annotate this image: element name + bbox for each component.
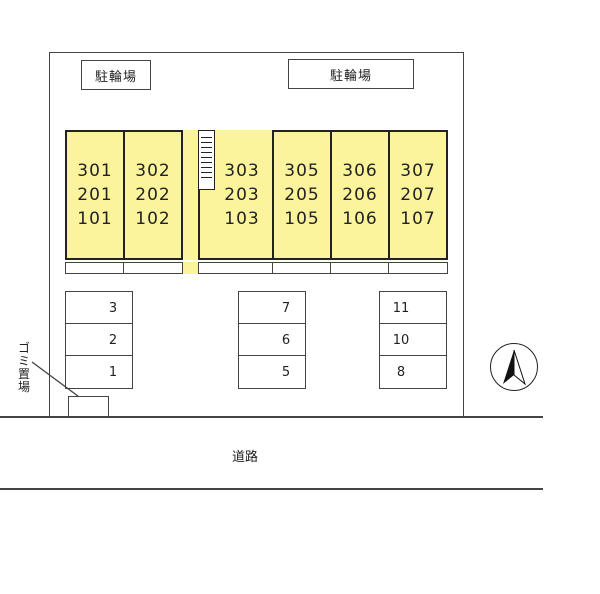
unit-number: 106 <box>342 209 378 229</box>
parking-number: 2 <box>108 332 118 348</box>
unit-number: 206 <box>342 185 378 205</box>
parking-number: 1 <box>108 364 118 380</box>
unit-number: 103 <box>224 209 260 229</box>
parking-number: 8 <box>396 364 406 380</box>
unit-number: 207 <box>400 185 436 205</box>
north-arrow-glyph <box>503 349 526 386</box>
garbage-area <box>68 396 109 417</box>
unit-number: 302 <box>135 161 171 181</box>
unit-number: 203 <box>224 185 260 205</box>
building-gap <box>183 130 198 260</box>
balcony <box>330 262 390 274</box>
unit-column: 307 207 107 <box>388 130 448 260</box>
unit-column: 302 202 102 <box>123 130 183 260</box>
parking-number: 10 <box>392 332 410 348</box>
unit-number: 301 <box>77 161 113 181</box>
balcony <box>198 262 274 274</box>
site-boundary <box>49 52 464 417</box>
unit-number: 107 <box>400 209 436 229</box>
balcony <box>388 262 448 274</box>
parking-number: 11 <box>392 300 410 316</box>
unit-column: 301 201 101 <box>65 130 125 260</box>
parking-space: 3 <box>65 291 133 325</box>
road-edge-bottom <box>0 488 543 490</box>
parking-space: 7 <box>238 291 306 325</box>
parking-space: 10 <box>379 323 447 357</box>
unit-number: 102 <box>135 209 171 229</box>
parking-space: 8 <box>379 355 447 389</box>
parking-number: 3 <box>108 300 118 316</box>
parking-space: 6 <box>238 323 306 357</box>
unit-number: 202 <box>135 185 171 205</box>
road-edge-top <box>0 416 543 418</box>
garbage-area-label: ゴ ミ 置 場 <box>17 342 31 394</box>
balcony <box>65 262 125 274</box>
parking-space: 11 <box>379 291 447 325</box>
bike-parking-label: 駐輪場 <box>94 69 137 85</box>
parking-space: 2 <box>65 323 133 357</box>
unit-number: 303 <box>224 161 260 181</box>
garbage-label-char: ゴ <box>17 341 30 355</box>
staircase-overlay <box>198 130 215 190</box>
unit-number: 205 <box>284 185 320 205</box>
road-label: 道路 <box>232 450 259 465</box>
garbage-label-char: 置 <box>17 367 30 381</box>
garbage-label-char: ミ <box>17 354 30 368</box>
parking-space: 1 <box>65 355 133 389</box>
unit-number: 201 <box>77 185 113 205</box>
unit-number: 105 <box>284 209 320 229</box>
north-arrow-icon <box>490 343 538 391</box>
unit-number: 305 <box>284 161 320 181</box>
bike-parking-label: 駐輪場 <box>329 68 372 84</box>
bike-parking-right: 駐輪場 <box>288 59 414 89</box>
parking-number: 6 <box>281 332 291 348</box>
parking-space: 5 <box>238 355 306 389</box>
bike-parking-left: 駐輪場 <box>81 60 151 90</box>
parking-number: 7 <box>281 300 291 316</box>
balcony <box>272 262 332 274</box>
unit-column: 305 205 105 <box>272 130 332 260</box>
garbage-label-char: 場 <box>17 380 30 394</box>
unit-number: 307 <box>400 161 436 181</box>
parking-number: 5 <box>281 364 291 380</box>
unit-number: 306 <box>342 161 378 181</box>
unit-column: 306 206 106 <box>330 130 390 260</box>
unit-number: 101 <box>77 209 113 229</box>
balcony-gap <box>183 262 198 274</box>
balcony <box>123 262 183 274</box>
